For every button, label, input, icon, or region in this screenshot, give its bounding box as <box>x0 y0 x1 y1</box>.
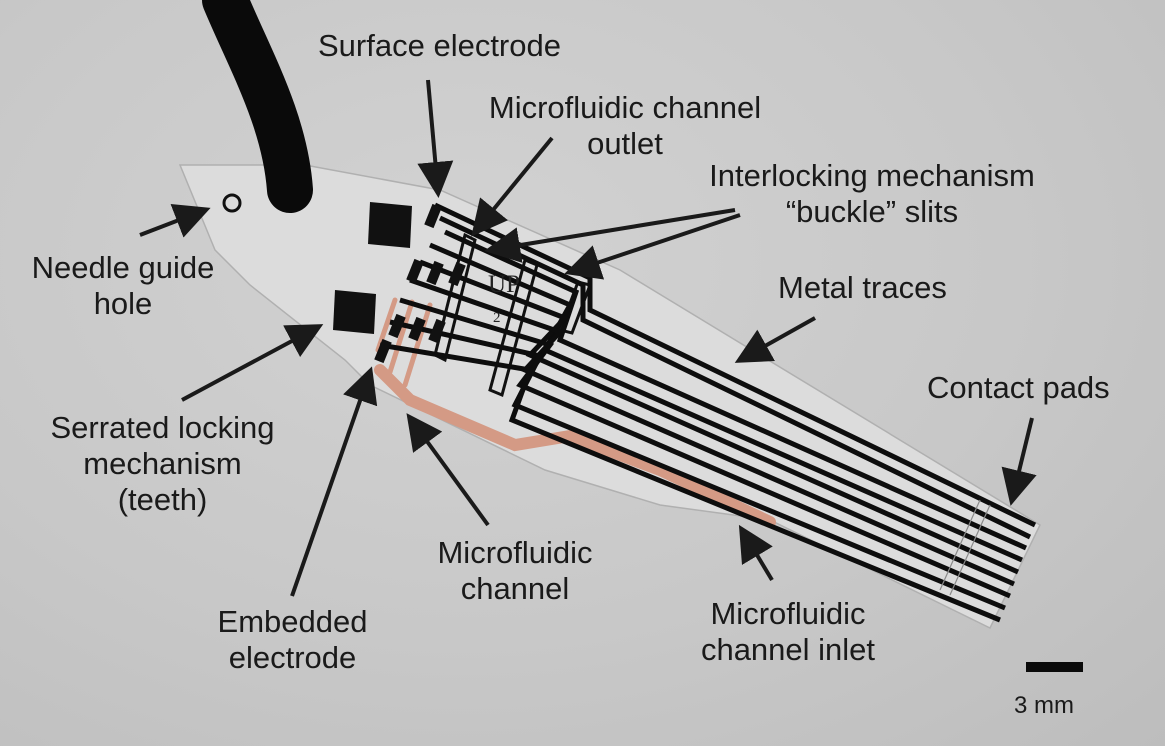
label-surface-electrode: Surface electrode <box>318 28 561 63</box>
label-metal-traces: Metal traces <box>778 270 947 305</box>
arrow-needle-guide <box>139 203 211 238</box>
arrow-buckle-slit-2 <box>564 213 741 280</box>
embedded-electrodes <box>374 203 466 364</box>
label-needle-guide-hole: Needle guide hole <box>31 250 215 321</box>
label-embedded-electrode: Embedded electrode <box>217 604 368 675</box>
arrow-microfluidic-channel <box>406 413 490 527</box>
needle-cable <box>202 0 313 213</box>
arrow-microfluidic-inlet <box>738 524 774 582</box>
microfluidic-channel <box>374 297 776 528</box>
contact-pads <box>939 499 991 596</box>
arrow-metal-traces <box>734 316 816 363</box>
arrow-serrated-teeth <box>181 324 324 402</box>
device-marking-main: UP <box>488 271 520 298</box>
device-substrate <box>178 164 1041 630</box>
arrow-embedded-electrode <box>290 366 378 597</box>
label-microfluidic-inlet: Microfluidic channel inlet <box>700 596 876 667</box>
arrow-microfluidic-outlet <box>471 136 554 237</box>
scale-bar-label: 3 mm <box>1014 692 1074 719</box>
scale-bar <box>1026 662 1083 672</box>
arrow-buckle-slit-1 <box>484 208 736 263</box>
label-interlocking-mechanism: Interlocking mechanism “buckle” slits <box>709 158 1035 229</box>
annotation-arrows <box>139 79 1037 597</box>
arrow-surface-electrode <box>417 79 454 198</box>
label-microfluidic-outlet: Microfluidic channel outlet <box>488 90 762 161</box>
label-microfluidic-channel: Microfluidic channel <box>437 535 593 606</box>
arrow-contact-pads <box>1001 417 1037 506</box>
device-marking-sub: 2 <box>493 310 501 326</box>
serrated-teeth <box>333 202 412 334</box>
label-contact-pads: Contact pads <box>927 370 1110 405</box>
label-serrated-locking: Serrated locking mechanism (teeth) <box>50 410 275 517</box>
needle-guide-hole <box>222 193 242 213</box>
